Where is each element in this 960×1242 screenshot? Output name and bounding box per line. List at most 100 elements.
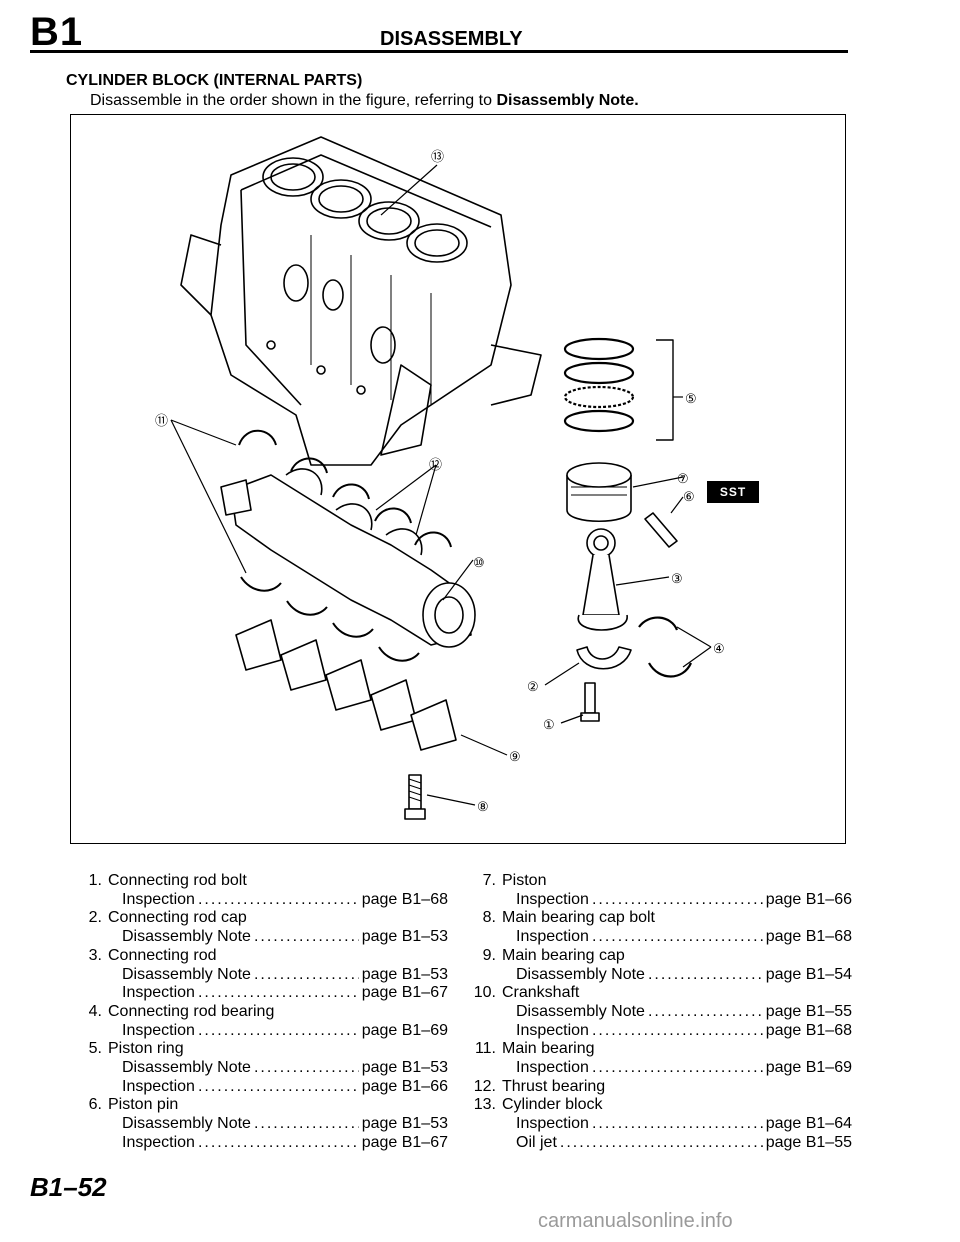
dot-leader xyxy=(198,1078,359,1097)
instruction-text: Disassemble in the order shown in the fi… xyxy=(90,92,639,110)
dot-leader xyxy=(560,1134,763,1153)
part-heading: 5. Piston ring xyxy=(72,1040,448,1059)
part-reference-row: Disassembly Note page B1–53 xyxy=(72,966,448,985)
page-reference: page B1–53 xyxy=(361,965,448,983)
part-name: Main bearing cap xyxy=(502,946,625,964)
connecting-rod-cap-drawing xyxy=(576,646,632,670)
page-reference: page B1–55 xyxy=(765,1002,852,1020)
page-reference: page B1–66 xyxy=(765,890,852,908)
main-bearing-upper-drawing xyxy=(238,429,452,548)
part-heading: 1. Connecting rod bolt xyxy=(72,872,448,891)
dot-leader xyxy=(254,1115,359,1134)
part-name: Cylinder block xyxy=(502,1096,603,1114)
parts-list-item: 11.Main bearingInspectionpage B1–69 xyxy=(466,1040,852,1077)
part-number: 10. xyxy=(473,984,496,1002)
part-name: Connecting rod bearing xyxy=(108,1002,275,1020)
page-reference: page B1–66 xyxy=(361,1077,448,1095)
part-number: 7. xyxy=(482,872,496,889)
part-reference-row: Inspectionpage B1–67 xyxy=(72,984,448,1003)
part-reference-row: Disassembly Note page B1–53 xyxy=(72,1115,448,1134)
part-number: 9. xyxy=(482,946,496,964)
piston-pin-drawing xyxy=(644,512,678,548)
reference-label: Disassembly Note xyxy=(122,1059,251,1077)
reference-label: Disassembly Note xyxy=(122,928,251,946)
reference-label: Disassembly Note xyxy=(516,965,645,983)
callout-10: ⑩ xyxy=(473,555,485,570)
reference-label: Disassembly Note xyxy=(122,1115,251,1133)
part-heading: 4.Connecting rod bearing xyxy=(72,1003,448,1022)
instruction-body: Disassemble in the order shown in the fi… xyxy=(90,92,492,109)
dot-leader xyxy=(198,1134,359,1153)
part-heading: 2.Connecting rod cap xyxy=(72,909,448,928)
section-code: B1 xyxy=(30,10,84,54)
part-heading: 3.Connecting rod xyxy=(72,947,448,966)
connecting-rod-drawing xyxy=(577,528,628,631)
part-reference-row: Inspection page B1–66 xyxy=(466,891,852,910)
exploded-view-drawing: ⑬ ⑪ ⑫ ⑩ ⑤ ⑦ ⑥ ③ ④ ② ① ⑨ ⑧ xyxy=(155,136,725,820)
part-number: 5. xyxy=(88,1040,102,1058)
part-reference-row: Disassembly Note page B1–54 xyxy=(466,966,852,985)
part-name: Piston ring xyxy=(108,1040,184,1058)
page-reference: page B1–54 xyxy=(765,965,852,983)
reference-label: Inspection xyxy=(122,1133,195,1151)
page-reference: page B1–68 xyxy=(361,890,448,908)
parts-list-right: 7.PistonInspectionpage B1–668.Main beari… xyxy=(466,872,852,1153)
dot-leader xyxy=(198,984,359,1003)
main-bearing-caps-drawing xyxy=(235,576,457,751)
dot-leader xyxy=(254,966,359,985)
dot-leader xyxy=(592,928,763,947)
piston-drawing xyxy=(566,462,632,523)
reference-label: Inspection xyxy=(122,1021,195,1039)
dot-leader xyxy=(592,1115,763,1134)
part-number: 6. xyxy=(88,1096,102,1114)
page-reference: page B1–55 xyxy=(765,1133,852,1151)
connecting-rod-bearing-drawing xyxy=(638,616,693,678)
part-number: 13. xyxy=(473,1096,496,1114)
part-reference-row: Inspection page B1–69 xyxy=(466,1059,852,1078)
section-title: CYLINDER BLOCK (INTERNAL PARTS) xyxy=(66,72,363,89)
part-reference-row: Inspectionpage B1–68 xyxy=(466,1022,852,1041)
page-reference: page B1–64 xyxy=(765,1115,852,1133)
page-reference: page B1–53 xyxy=(361,1115,448,1133)
part-reference-row: Inspectionpage B1–67 xyxy=(72,1134,448,1153)
reference-label: Inspection xyxy=(516,1115,589,1133)
part-reference-row: Disassembly Notepage B1–55 xyxy=(466,1003,852,1022)
dot-leader xyxy=(648,966,763,985)
part-number: 11. xyxy=(474,1040,496,1058)
dot-leader xyxy=(254,928,359,947)
reference-label: Inspection xyxy=(516,1059,589,1077)
callout-2: ② xyxy=(527,679,539,694)
reference-label: Inspection xyxy=(122,1077,195,1095)
part-name: Crankshaft xyxy=(502,984,580,1002)
callout-12: ⑫ xyxy=(429,457,442,472)
part-reference-row: Inspectionpage B1–68 xyxy=(466,928,852,947)
part-heading: 7.Piston xyxy=(466,872,852,891)
page-reference: page B1–69 xyxy=(765,1059,852,1077)
crankshaft-drawing xyxy=(220,468,476,648)
reference-label: Inspection xyxy=(516,890,589,908)
part-name: Main bearing cap bolt xyxy=(502,909,655,927)
reference-label: Disassembly Note xyxy=(122,965,251,983)
page-number: B1–52 xyxy=(30,1172,107,1202)
part-number: 2. xyxy=(88,909,102,927)
part-heading: 9. Main bearing cap xyxy=(466,947,852,966)
part-reference-row: Disassembly Notepage B1–53 xyxy=(72,928,448,947)
part-number: 12. xyxy=(473,1077,496,1095)
callout-13: ⑬ xyxy=(431,149,444,164)
callout-4: ④ xyxy=(713,641,725,656)
dot-leader xyxy=(648,1003,763,1022)
reference-label: Inspection xyxy=(122,890,195,908)
callout-9: ⑨ xyxy=(509,749,521,764)
parts-list-item: 4.Connecting rod bearingInspectionpage B… xyxy=(72,1003,448,1040)
part-name: Thrust bearing xyxy=(502,1077,606,1095)
dot-leader xyxy=(198,891,359,910)
part-reference-row: Inspection page B1–66 xyxy=(72,1078,448,1097)
part-number: 1. xyxy=(88,872,102,889)
callout-1: ① xyxy=(543,717,555,732)
reference-label: Inspection xyxy=(516,928,589,946)
part-name: Connecting rod bolt xyxy=(108,872,247,889)
